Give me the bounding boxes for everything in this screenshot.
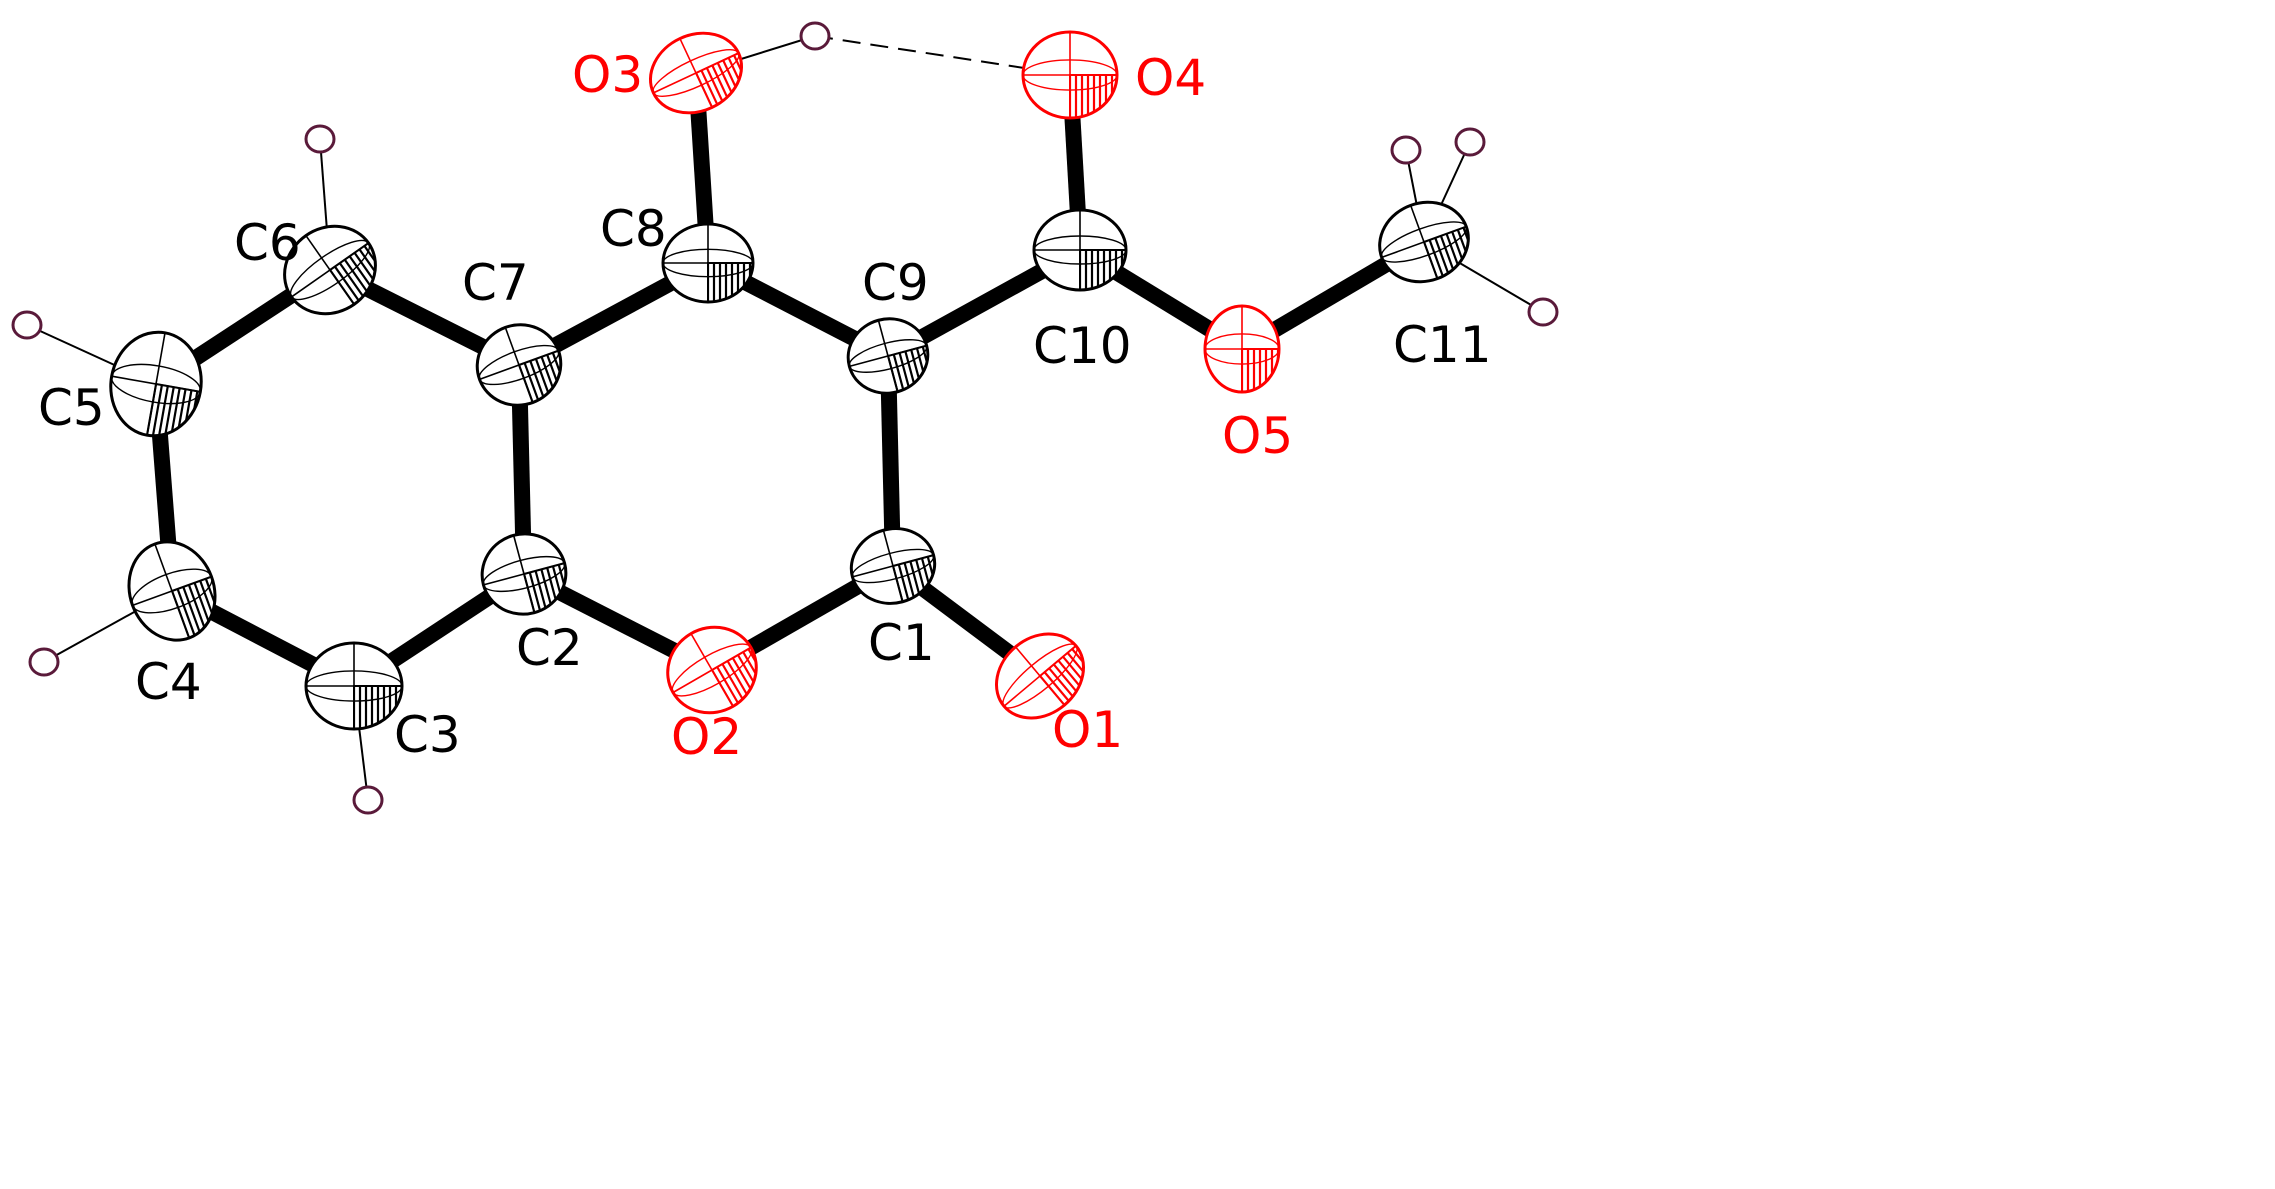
atom-label-c11: C11: [1393, 316, 1492, 374]
atom-label-c4: C4: [135, 653, 202, 711]
atom-label-o4: O4: [1135, 49, 1206, 107]
atom-c10: [1032, 208, 1128, 292]
atom-label-c6: C6: [234, 214, 301, 272]
atom-o2: [666, 625, 771, 715]
atom-o5: [1203, 304, 1281, 394]
atom-h6: [304, 124, 336, 154]
atom-label-c9: C9: [862, 254, 929, 312]
atom-label-c2: C2: [516, 619, 583, 677]
atom-o3: [648, 31, 752, 115]
atom-label-o3: O3: [572, 46, 643, 104]
atoms-layer: [11, 21, 1559, 815]
atom-c3: [304, 641, 404, 731]
atom-c9: [846, 317, 934, 395]
bonds-layer: [26, 35, 1544, 801]
atom-c4: [127, 540, 229, 642]
atom-h4: [28, 647, 60, 677]
atom-label-o2: O2: [671, 708, 742, 766]
atom-label-o1: O1: [1052, 701, 1123, 759]
atom-c2: [480, 532, 575, 616]
atom-o1: [994, 632, 1098, 720]
atom-label-c10: C10: [1033, 317, 1132, 375]
atom-h11c: [1527, 297, 1559, 327]
atom-label-c3: C3: [394, 706, 461, 764]
atom-h3: [352, 785, 384, 815]
atom-ho3: [799, 21, 831, 51]
atom-label-o5: O5: [1222, 407, 1293, 465]
atom-c7: [475, 323, 573, 407]
atom-c8: [661, 222, 755, 304]
atom-label-c8: C8: [600, 200, 667, 258]
atom-h11a: [1390, 135, 1422, 165]
atom-h11b: [1454, 127, 1486, 157]
atom-c5: [109, 330, 203, 443]
atom-label-c7: C7: [462, 254, 529, 312]
atom-h5: [11, 310, 43, 340]
atom-label-c1: C1: [868, 614, 935, 672]
atom-o4: [1021, 30, 1119, 120]
atom-label-c5: C5: [38, 379, 105, 437]
bond-ho3-o4: [814, 35, 1071, 76]
atom-c11: [1378, 200, 1478, 284]
